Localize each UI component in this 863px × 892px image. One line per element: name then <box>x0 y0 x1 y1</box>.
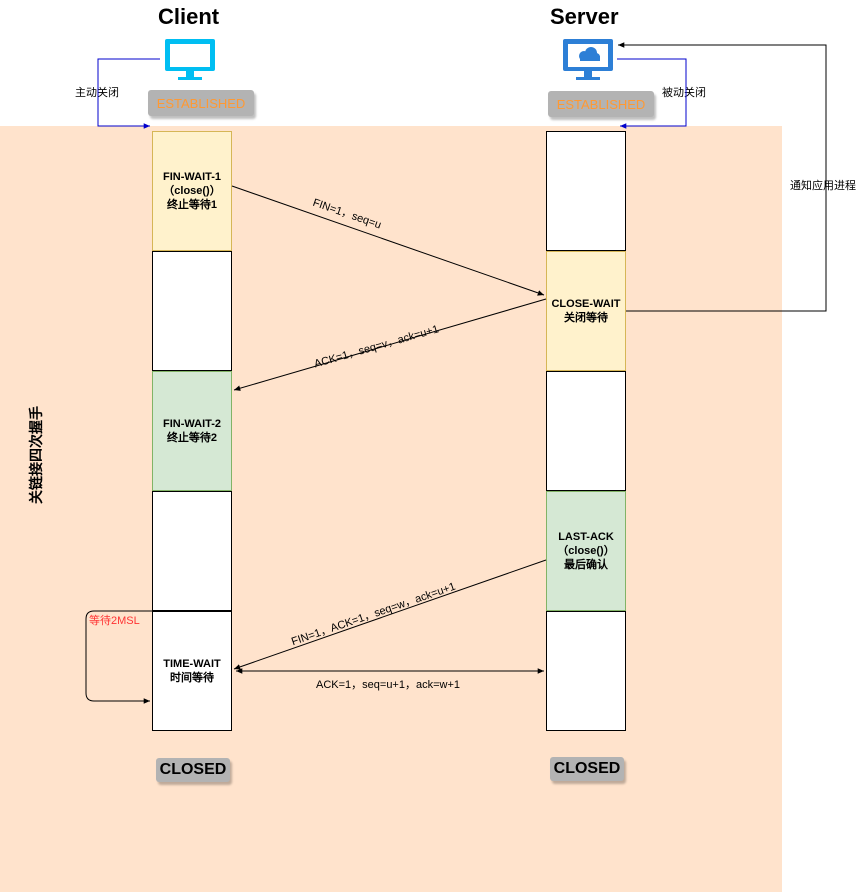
message-label: ACK=1，seq=u+1，ack=w+1 <box>316 679 461 691</box>
client-idle-box <box>152 251 232 371</box>
server-idle-box <box>546 131 626 251</box>
active-close-label: 主动关闭 <box>75 87 119 99</box>
server-closed-badge: CLOSED <box>550 757 624 781</box>
passive-close-label: 被动关闭 <box>662 87 706 99</box>
notify-process-label: 通知应用进程 <box>790 180 856 192</box>
message-arrow <box>233 559 547 670</box>
client-established-badge: ESTABLISHED <box>148 90 254 116</box>
server-idle-box <box>546 611 626 731</box>
client-idle-box <box>152 491 232 611</box>
state-fin-wait-1: FIN-WAIT-1（close()）终止等待1 <box>152 131 232 251</box>
server-title: Server <box>550 4 619 29</box>
server-established-badge: ESTABLISHED <box>548 91 654 117</box>
server-idle-box <box>546 371 626 491</box>
client-title: Client <box>158 4 220 29</box>
message-arrow <box>231 185 545 296</box>
message-arrow <box>233 298 547 391</box>
passive-close-connector <box>617 58 687 129</box>
handshake-region <box>0 126 782 892</box>
server-cloud-monitor-icon <box>563 39 613 80</box>
client-closed-badge: CLOSED <box>156 758 230 782</box>
wait-2msl-label: 等待2MSL <box>89 615 140 627</box>
active-close-connector <box>97 58 160 129</box>
state-last-ack: LAST-ACK（close()）最后确认 <box>546 491 626 611</box>
wait-2msl-loop <box>85 610 152 704</box>
notify-connector <box>618 42 827 312</box>
monitor-icon <box>165 39 215 80</box>
